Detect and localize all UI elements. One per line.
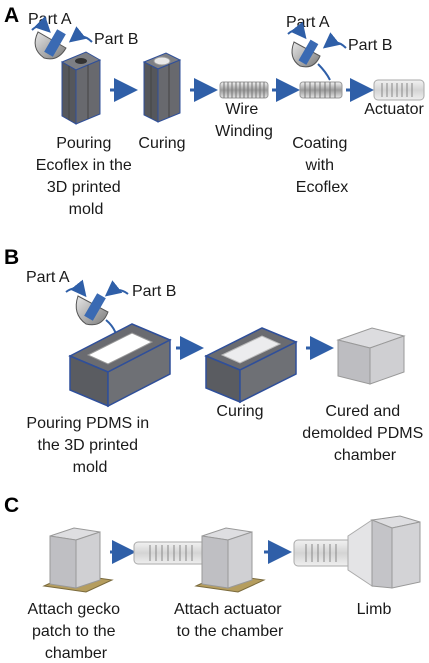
- panel-b-letter: B: [4, 246, 19, 269]
- panel-c-letter: C: [4, 494, 19, 517]
- part-b-arrow: [322, 32, 347, 49]
- actuator: [373, 79, 425, 101]
- part-a-label: Part A: [26, 269, 70, 286]
- wire-coil: [299, 81, 343, 99]
- step-caption: Attach actuator to the chamber: [174, 601, 286, 640]
- part-b-label: Part B: [94, 31, 138, 48]
- part-b-arrow: [104, 280, 129, 297]
- cured-mold: [204, 327, 298, 404]
- 3d-printed-mold: [60, 51, 102, 125]
- step-caption: Wire Winding: [215, 101, 273, 140]
- step-caption: Coating with Ecoflex: [292, 135, 352, 196]
- chamber-with-patch: [42, 527, 114, 593]
- part-a-arrow: [65, 279, 87, 298]
- pouring-cup-icon: [75, 293, 119, 347]
- actuator-on-chamber: [133, 527, 266, 593]
- panel-a-letter: A: [4, 4, 19, 27]
- 3d-printed-mold: [68, 323, 172, 408]
- part-b-label: Part B: [348, 37, 392, 54]
- part-b-arrow: [68, 26, 93, 43]
- part-a-label: Part A: [286, 14, 330, 31]
- part-a-arrow: [31, 15, 51, 33]
- part-b-label: Part B: [132, 283, 176, 300]
- step-caption: Actuator: [364, 101, 424, 118]
- cured-mold: [142, 52, 182, 123]
- step-caption: Pouring Ecoflex in the 3D printed mold: [36, 135, 137, 218]
- limb: [293, 515, 421, 589]
- wire-coil: [219, 81, 269, 99]
- step-caption: Pouring PDMS in the 3D printed mold: [26, 415, 153, 476]
- step-caption: Curing: [138, 135, 185, 152]
- step-caption: Limb: [357, 601, 392, 618]
- pouring-cup-icon: [34, 29, 67, 60]
- pouring-cup-icon: [291, 39, 331, 81]
- step-caption: Curing: [216, 403, 263, 420]
- part-a-label: Part A: [28, 11, 72, 28]
- pdms-chamber: [336, 327, 406, 385]
- part-a-arrow: [287, 21, 307, 40]
- step-caption: Cured and demolded PDMS chamber: [302, 403, 427, 464]
- step-caption: Attach gecko patch to the chamber: [28, 601, 125, 662]
